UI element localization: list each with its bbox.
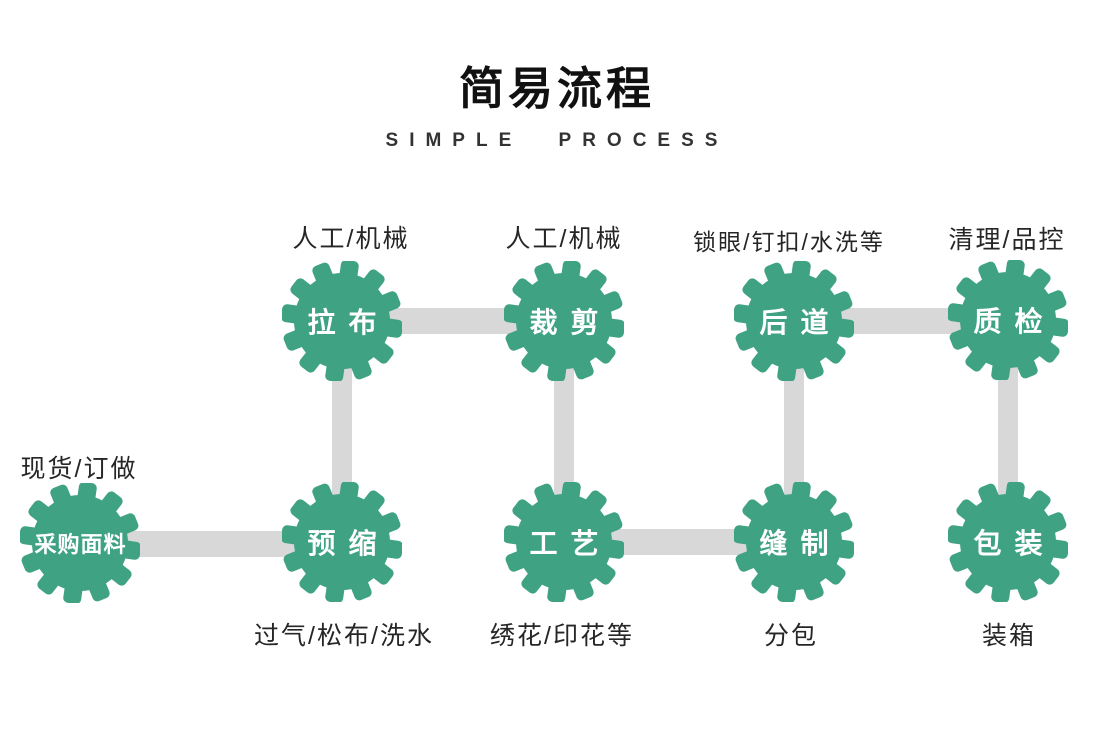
page-title: 简易流程	[458, 63, 655, 114]
gear-label-packing: 包装	[973, 528, 1056, 559]
annotation-quality-check: 清理/品控	[948, 226, 1066, 254]
gear-icon	[948, 260, 1068, 380]
gear-node-spread-fabric: 拉布	[282, 261, 402, 381]
gear-label-preshrink: 预缩	[307, 528, 390, 559]
gear-icon	[734, 482, 854, 602]
page-subtitle: SIMPLE PROCESS	[385, 130, 729, 151]
annotation-preshrink: 过气/松布/洗水	[254, 622, 434, 650]
gear-label-craft: 工艺	[529, 528, 612, 559]
annotation-packing: 装箱	[981, 622, 1037, 650]
gear-icon	[504, 482, 624, 602]
gear-icon	[504, 261, 624, 381]
header: 简易流程 SIMPLE PROCESS	[0, 52, 1114, 152]
gear-label-sewing: 缝制	[759, 528, 842, 559]
gear-label-quality-check: 质检	[973, 306, 1056, 337]
annotation-craft: 绣花/印花等	[490, 622, 634, 650]
gear-icon	[282, 261, 402, 381]
gear-node-sewing: 缝制	[734, 482, 854, 602]
gear-node-finishing: 后道	[734, 261, 854, 381]
gear-node-quality-check: 质检	[948, 260, 1068, 380]
gear-label-spread-fabric: 拉布	[307, 307, 390, 338]
gear-label-purchase-fabric: 采购面料	[34, 532, 127, 557]
annotation-cutting: 人工/机械	[505, 225, 623, 253]
gear-node-craft: 工艺	[504, 482, 624, 602]
gear-node-preshrink: 预缩	[282, 482, 402, 602]
annotation-sewing: 分包	[763, 622, 819, 650]
annotation-purchase-fabric: 现货/订做	[20, 455, 138, 483]
gear-icon	[282, 482, 402, 602]
gear-icon	[20, 483, 140, 603]
gear-node-purchase-fabric: 采购面料	[20, 483, 140, 603]
gear-node-packing: 包装	[948, 482, 1068, 602]
gear-icon	[948, 482, 1068, 602]
annotation-spread-fabric: 人工/机械	[292, 225, 410, 253]
gear-label-finishing: 后道	[759, 307, 842, 338]
gear-icon	[734, 261, 854, 381]
annotation-finishing: 锁眼/钉扣/水洗等	[693, 229, 885, 255]
gear-node-cutting: 裁剪	[504, 261, 624, 381]
gear-label-cutting: 裁剪	[529, 307, 612, 338]
